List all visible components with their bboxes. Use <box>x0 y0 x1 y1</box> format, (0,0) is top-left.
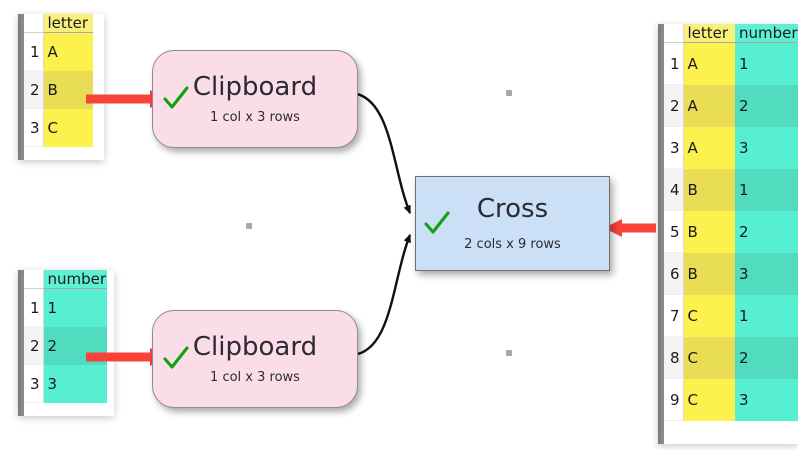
node-cross[interactable]: Cross 2 cols x 9 rows <box>415 176 610 271</box>
table-row[interactable]: 5 B 2 <box>661 210 798 253</box>
table-left-edge <box>21 270 24 416</box>
cell-letter[interactable]: A <box>683 84 735 127</box>
column-header-number[interactable]: number <box>735 24 798 43</box>
corner-cell <box>661 24 684 43</box>
node-subtitle: 1 col x 3 rows <box>210 370 300 386</box>
cell-letter[interactable]: C <box>683 378 735 421</box>
cell-letter[interactable]: B <box>683 252 735 295</box>
table-row[interactable]: 2 2 <box>21 326 114 365</box>
grid-dot <box>506 350 512 356</box>
corner-cell <box>21 270 44 289</box>
table-row[interactable]: 4 B 1 <box>661 168 798 211</box>
node-clipboard-bottom[interactable]: Clipboard 1 col x 3 rows <box>152 310 358 408</box>
cell-number[interactable]: 2 <box>43 326 107 365</box>
cell-number[interactable]: 1 <box>735 42 798 85</box>
letter-input-grid[interactable]: letter 1 A 2 B 3 C <box>21 14 104 147</box>
table-row[interactable]: 3 A 3 <box>661 126 798 169</box>
table-header-row: letter number <box>661 24 798 43</box>
cell-number[interactable]: 2 <box>735 210 798 253</box>
row-number[interactable]: 9 <box>661 378 684 421</box>
table-row[interactable]: 9 C 3 <box>661 378 798 421</box>
grid-dot <box>246 223 252 229</box>
node-subtitle: 2 cols x 9 rows <box>464 236 561 252</box>
table-row[interactable]: 3 3 <box>21 364 114 403</box>
cell-letter[interactable]: A <box>683 42 735 85</box>
node-clipboard-top[interactable]: Clipboard 1 col x 3 rows <box>152 50 358 148</box>
cell-letter[interactable]: B <box>43 70 93 109</box>
node-title: Clipboard <box>192 71 318 102</box>
grid-dot <box>506 90 512 96</box>
row-number[interactable]: 8 <box>661 336 684 379</box>
row-number[interactable]: 6 <box>661 252 684 295</box>
column-header-letter[interactable]: letter <box>43 14 93 33</box>
wire-clipboard-top-to-cross <box>351 91 412 215</box>
row-pad <box>93 70 104 109</box>
row-number[interactable]: 2 <box>21 326 44 365</box>
row-number[interactable]: 3 <box>21 364 44 403</box>
row-number[interactable]: 3 <box>21 108 44 147</box>
cell-number[interactable]: 3 <box>735 378 798 421</box>
letter-input-table[interactable]: letter 1 A 2 B 3 C <box>18 14 104 160</box>
row-number[interactable]: 7 <box>661 294 684 337</box>
check-icon <box>163 86 189 109</box>
row-number[interactable]: 1 <box>21 288 44 327</box>
node-title: Cross <box>476 194 549 225</box>
table-left-edge <box>661 24 664 444</box>
row-pad <box>93 32 104 71</box>
cell-letter[interactable]: C <box>683 336 735 379</box>
table-row[interactable]: 2 A 2 <box>661 84 798 127</box>
cell-number[interactable]: 1 <box>735 294 798 337</box>
table-row[interactable]: 2 B <box>21 70 104 109</box>
column-header-letter[interactable]: letter <box>683 24 735 43</box>
row-number[interactable]: 1 <box>21 32 44 71</box>
cell-number[interactable]: 3 <box>735 126 798 169</box>
row-number[interactable]: 4 <box>661 168 684 211</box>
table-row[interactable]: 1 A 1 <box>661 42 798 85</box>
number-input-grid[interactable]: number 1 1 2 2 3 3 <box>21 270 114 403</box>
cell-letter[interactable]: A <box>683 126 735 169</box>
row-number[interactable]: 1 <box>661 42 684 85</box>
check-icon <box>424 210 450 234</box>
column-header-number[interactable]: number <box>43 270 107 289</box>
cross-output-table[interactable]: letter number 1 A 1 2 A 2 3 A 3 <box>658 24 798 444</box>
node-subtitle: 1 col x 3 rows <box>210 110 300 126</box>
cross-output-grid[interactable]: letter number 1 A 1 2 A 2 3 A 3 <box>661 24 798 421</box>
header-pad <box>93 14 104 33</box>
row-number[interactable]: 2 <box>661 84 684 127</box>
cell-letter[interactable]: B <box>683 210 735 253</box>
row-pad <box>107 364 114 403</box>
row-pad <box>93 108 104 147</box>
cell-letter[interactable]: B <box>683 168 735 211</box>
table-row[interactable]: 7 C 1 <box>661 294 798 337</box>
number-input-table[interactable]: number 1 1 2 2 3 3 <box>18 270 114 416</box>
cell-letter[interactable]: C <box>683 294 735 337</box>
cell-number[interactable]: 1 <box>735 168 798 211</box>
header-pad <box>107 270 114 289</box>
table-row[interactable]: 1 A <box>21 32 104 71</box>
corner-cell <box>21 14 44 33</box>
row-number[interactable]: 5 <box>661 210 684 253</box>
node-title: Clipboard <box>192 331 318 362</box>
cell-number[interactable]: 2 <box>735 84 798 127</box>
table-header-row: number <box>21 270 114 289</box>
table-left-edge <box>21 14 24 160</box>
row-number[interactable]: 3 <box>661 126 684 169</box>
cell-number[interactable]: 1 <box>43 288 107 327</box>
row-number[interactable]: 2 <box>21 70 44 109</box>
cell-letter[interactable]: C <box>43 108 93 147</box>
row-pad <box>107 288 114 327</box>
cell-number[interactable]: 3 <box>735 252 798 295</box>
table-row[interactable]: 6 B 3 <box>661 252 798 295</box>
table-header-row: letter <box>21 14 104 33</box>
cell-number[interactable]: 3 <box>43 364 107 403</box>
check-icon <box>163 346 189 369</box>
arrow-to-cross <box>604 219 656 237</box>
cell-letter[interactable]: A <box>43 32 93 71</box>
row-pad <box>107 326 114 365</box>
table-row[interactable]: 3 C <box>21 108 104 147</box>
table-row[interactable]: 1 1 <box>21 288 114 327</box>
table-row[interactable]: 8 C 2 <box>661 336 798 379</box>
wire-clipboard-bottom-to-cross <box>351 233 412 357</box>
cell-number[interactable]: 2 <box>735 336 798 379</box>
